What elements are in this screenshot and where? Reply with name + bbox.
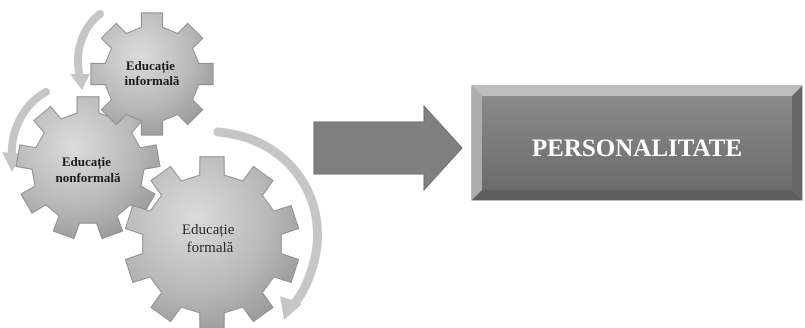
result-box-bevel-top xyxy=(472,86,802,96)
cycle-arrow-left xyxy=(7,88,50,162)
result-label: PERSONALITATE xyxy=(532,135,742,162)
gear-informal-line-2: informală xyxy=(125,73,180,88)
gear-nonformal: Educație nonformală xyxy=(15,96,161,240)
gear-formal: Educație formală xyxy=(124,156,300,328)
gear-nonformal-label: Educație nonformală xyxy=(56,154,122,185)
gear-informal-shape xyxy=(90,12,214,136)
result-box-bevel-bottom xyxy=(472,190,802,200)
gear-formal-line-2: formală xyxy=(187,240,234,256)
cycle-arrow-top xyxy=(74,10,104,82)
gear-nonformal-line-2: nonformală xyxy=(56,170,122,185)
gear-formal-shape xyxy=(124,156,300,328)
cycle-arrow-right-head xyxy=(280,296,302,320)
result-box-bevel-left xyxy=(472,86,482,200)
gear-formal-line-1: Educație xyxy=(182,222,235,238)
result-box-face xyxy=(482,96,792,190)
result-box-bevel-right xyxy=(792,86,802,200)
big-arrow xyxy=(313,104,463,192)
gear-informal: Educație informală xyxy=(90,12,214,136)
gear-nonformal-line-1: Educație xyxy=(62,154,111,170)
cycle-arrow-left-head xyxy=(2,152,22,172)
cycle-arrows xyxy=(2,10,322,320)
gear-formal-label: Educație formală xyxy=(182,222,238,256)
gear-informal-label: Educație informală xyxy=(125,58,180,88)
cycle-arrow-right xyxy=(213,127,322,311)
result-box: PERSONALITATE xyxy=(471,85,803,201)
gear-informal-line-1: Educație xyxy=(126,58,175,74)
cycle-arrow-top-head xyxy=(70,74,90,90)
